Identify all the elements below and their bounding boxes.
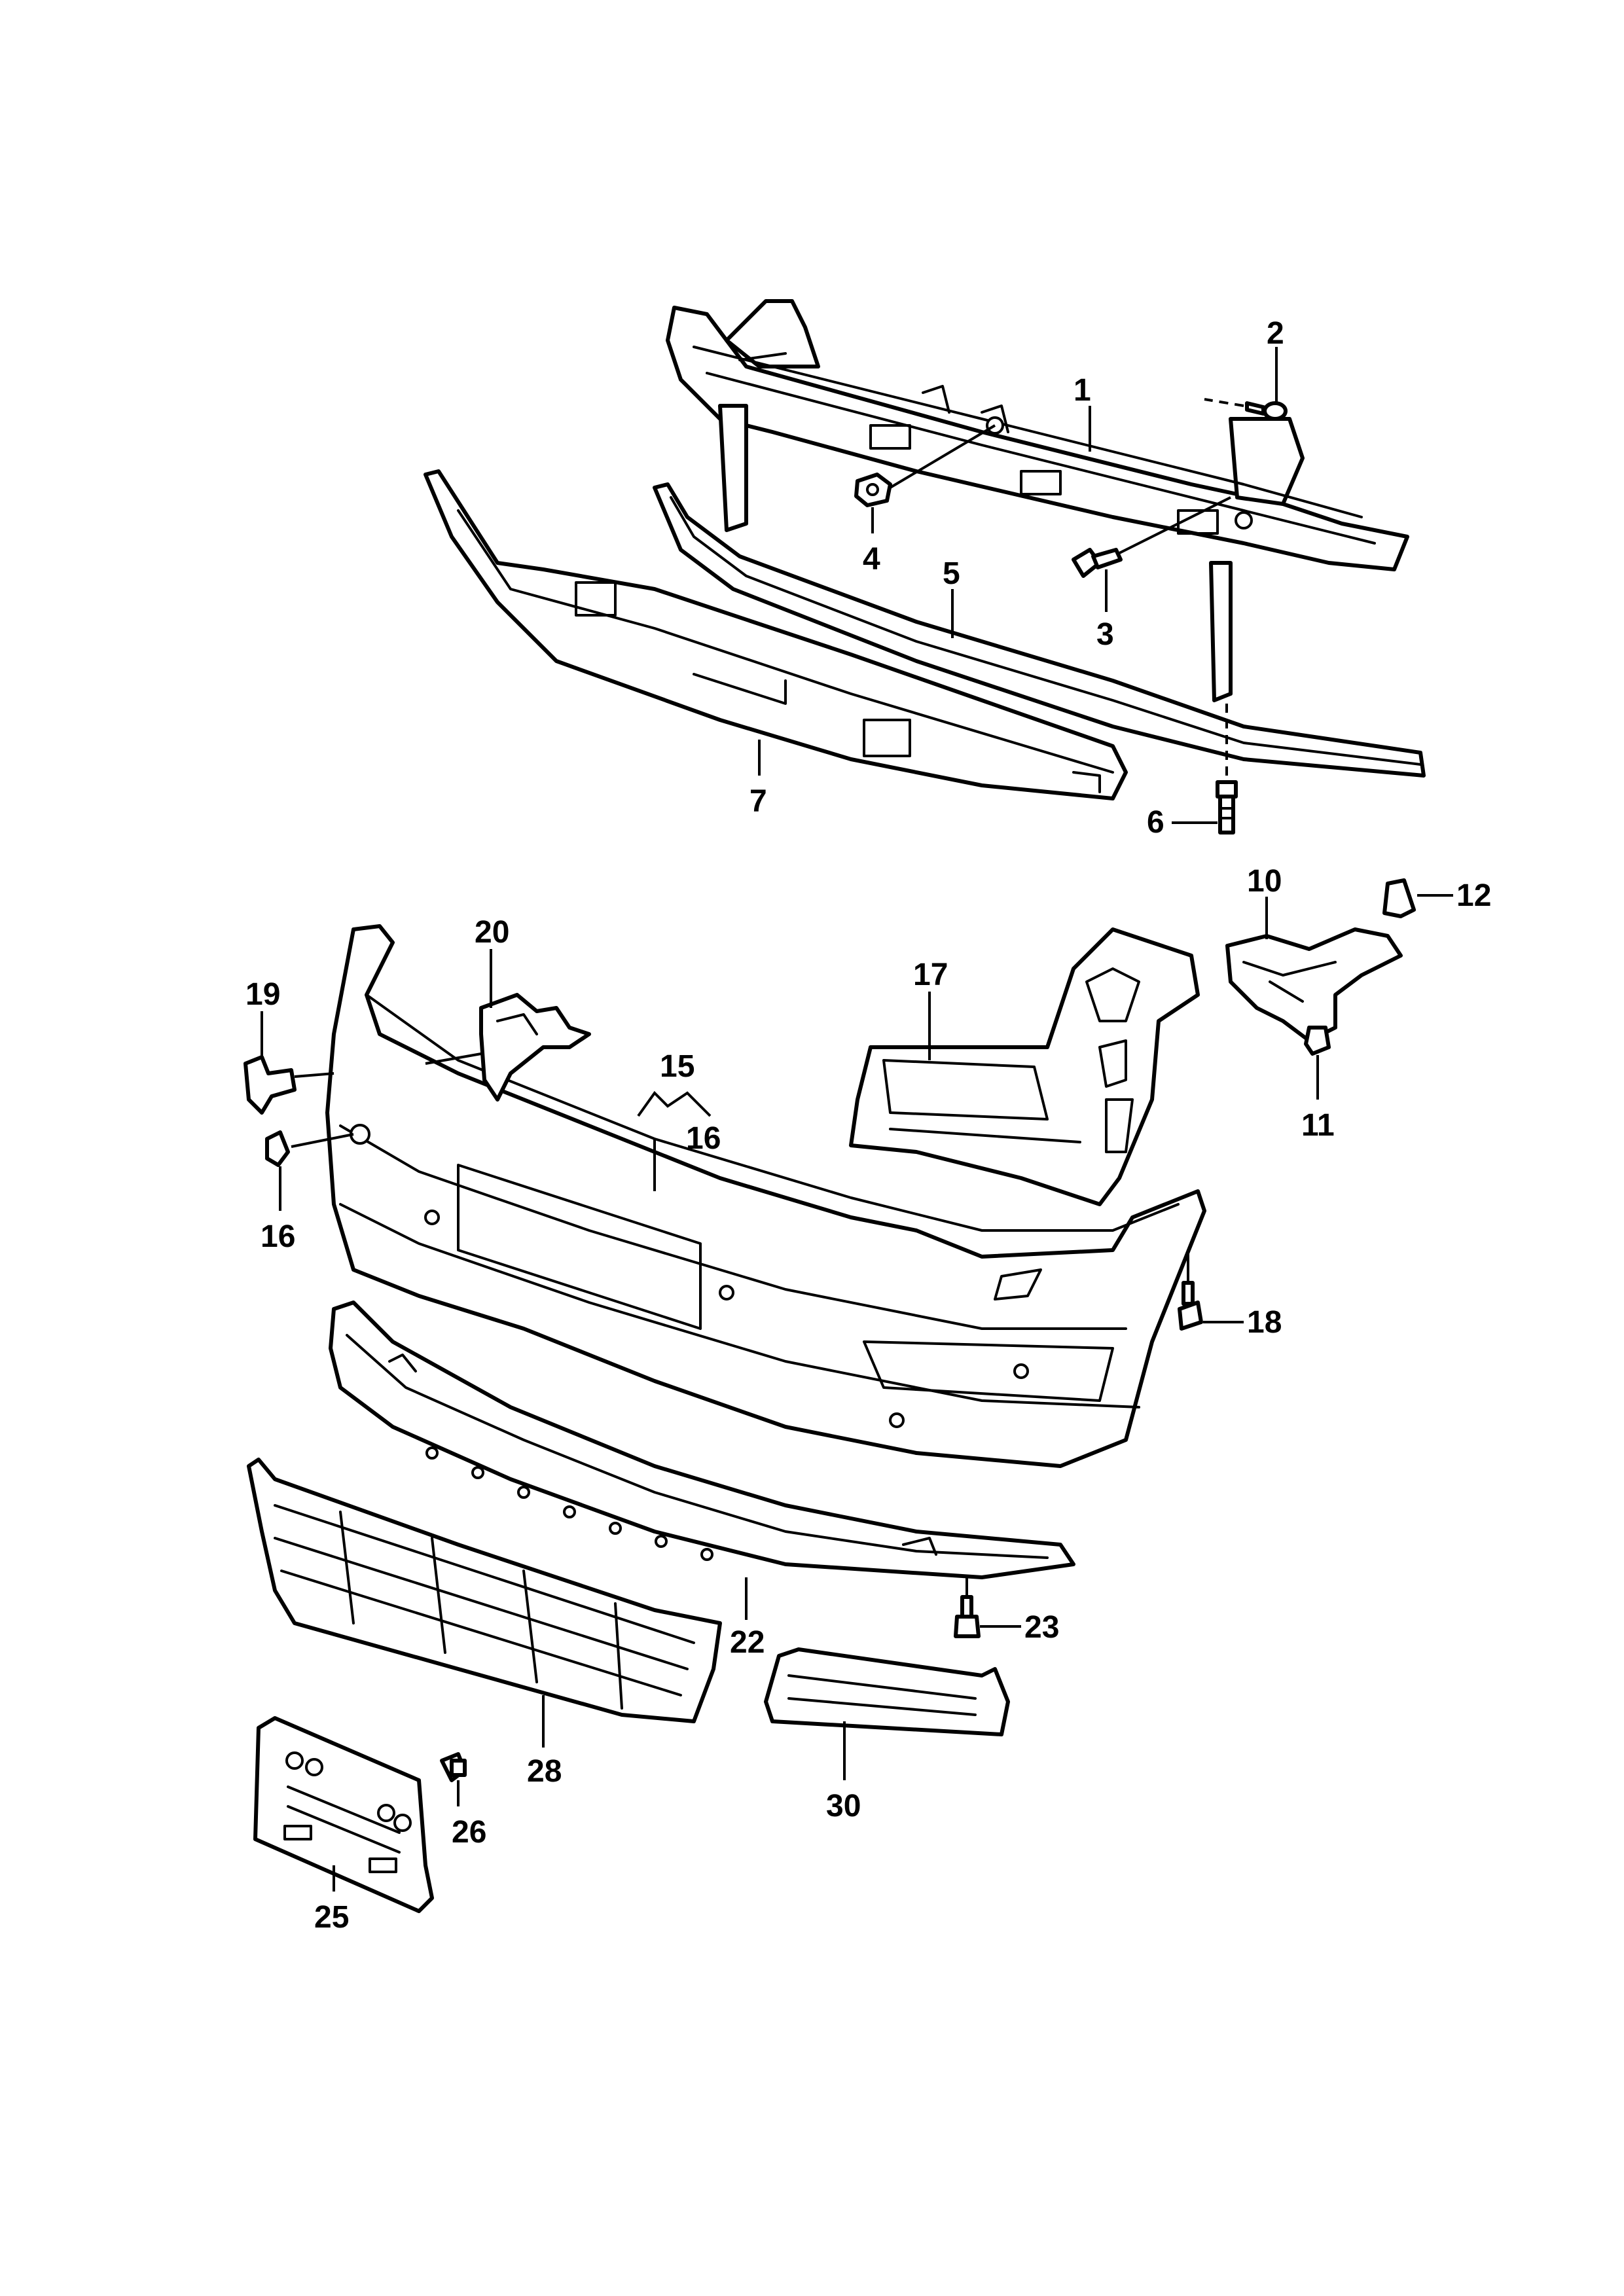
leader-19-extension bbox=[294, 1072, 334, 1078]
callout-7: 7 bbox=[749, 784, 767, 819]
part-3-bolt bbox=[1072, 548, 1123, 578]
part-25-license-plate-holder bbox=[253, 1716, 434, 1913]
callout-15: 15 bbox=[660, 1049, 695, 1084]
part-17-mounting-bracket bbox=[849, 927, 1200, 1206]
callout-1: 1 bbox=[1074, 373, 1091, 408]
callout-23: 23 bbox=[1024, 1610, 1059, 1645]
callout-26: 26 bbox=[452, 1815, 486, 1850]
part-23-screw bbox=[954, 1595, 981, 1638]
callout-18: 18 bbox=[1247, 1305, 1282, 1340]
callout-3: 3 bbox=[1096, 617, 1114, 652]
callout-12: 12 bbox=[1456, 878, 1491, 913]
leader-2-dashed bbox=[1204, 398, 1244, 407]
part-19-guide-clip bbox=[244, 1055, 297, 1115]
leader-3-extension bbox=[1119, 496, 1231, 554]
part-5-impact-strip bbox=[653, 482, 1426, 778]
part-12-cap bbox=[1382, 878, 1416, 918]
leader-20-extension bbox=[425, 1052, 482, 1065]
part-6-stud bbox=[1216, 780, 1238, 834]
callout-2: 2 bbox=[1267, 316, 1284, 351]
part-4-nut bbox=[854, 473, 892, 507]
callout-4: 4 bbox=[863, 542, 880, 577]
callout-10: 10 bbox=[1247, 864, 1282, 899]
part-18-screw bbox=[1178, 1281, 1203, 1331]
callout-25: 25 bbox=[314, 1900, 349, 1935]
part-7-energy-absorber bbox=[424, 469, 1128, 800]
part-28-lower-grille bbox=[247, 1458, 722, 1723]
callout-20: 20 bbox=[475, 915, 509, 950]
callout-17: 17 bbox=[913, 958, 948, 992]
part-15-bumper-cover bbox=[325, 924, 1206, 1468]
leader-16-extension bbox=[291, 1133, 354, 1148]
callout-19: 19 bbox=[245, 977, 280, 1012]
part-20-side-bracket bbox=[479, 993, 591, 1102]
part-10-bracket bbox=[1225, 927, 1403, 1043]
leader-4-extension bbox=[889, 424, 996, 489]
callout-6: 6 bbox=[1147, 805, 1164, 840]
callout-16-upper: 16 bbox=[686, 1121, 721, 1156]
part-26-expansion-rivet bbox=[440, 1752, 467, 1782]
callout-28: 28 bbox=[527, 1754, 562, 1789]
part-11-clip bbox=[1304, 1026, 1331, 1056]
part-30-trim-grille bbox=[764, 1647, 1010, 1736]
part-22-spoiler bbox=[329, 1300, 1075, 1579]
part-16-cap bbox=[265, 1130, 290, 1167]
callout-22: 22 bbox=[730, 1625, 765, 1660]
callout-5: 5 bbox=[943, 556, 960, 591]
callout-11: 11 bbox=[1301, 1108, 1335, 1143]
callout-30: 30 bbox=[826, 1789, 861, 1823]
bracket-15-16 bbox=[637, 1090, 712, 1117]
callout-16-lower: 16 bbox=[261, 1219, 295, 1254]
part-2-screw bbox=[1245, 401, 1288, 421]
